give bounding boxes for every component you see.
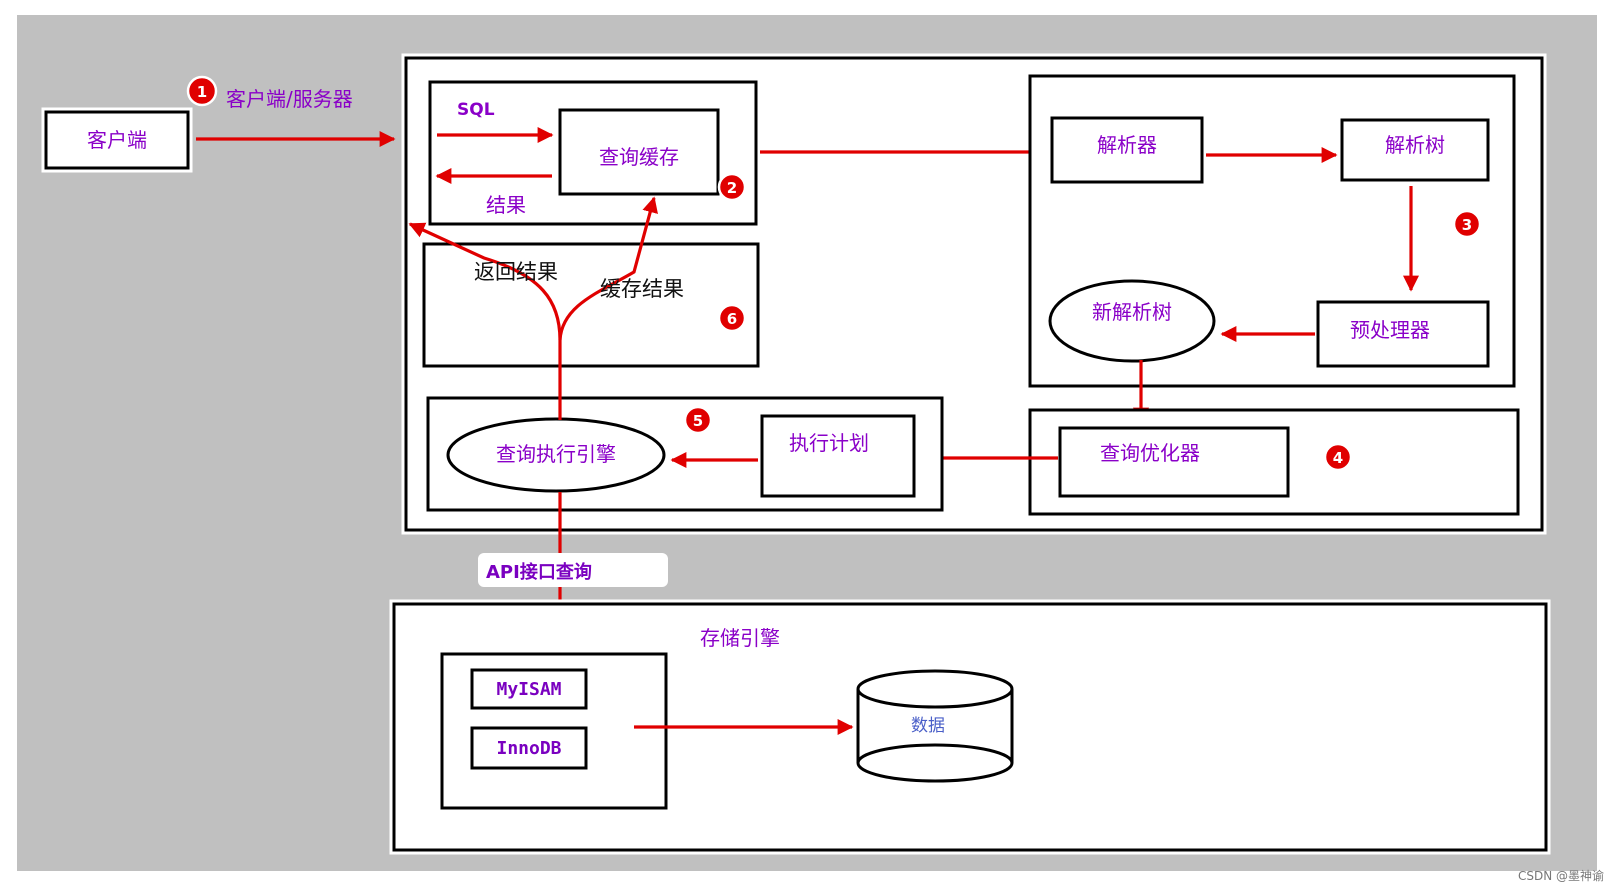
query-engine-label: 查询执行引擎: [496, 442, 616, 466]
step-badge-2-text: 2: [727, 179, 737, 197]
step-badge-5: [683, 405, 713, 435]
step-badge-4: [1323, 442, 1353, 472]
step-badge-6: [717, 303, 747, 333]
data-label: 数据: [911, 716, 945, 736]
execution-plan-box: [760, 414, 916, 498]
storage-title: 存储引擎: [700, 626, 780, 650]
step-badge-6-text: 6: [727, 310, 737, 328]
parser-label: 解析器: [1097, 133, 1157, 157]
step-badge-1: [186, 75, 218, 107]
parse-tree-label: 解析树: [1385, 133, 1445, 157]
innodb-box: [470, 726, 588, 770]
new-parse-tree-ellipse: [1048, 279, 1216, 363]
cache-result-arrow: [558, 196, 658, 341]
step-badge-2: [717, 172, 747, 202]
sql-label: SQL: [457, 100, 495, 120]
step-badge-3-text: 3: [1462, 216, 1472, 234]
result-region: [422, 242, 760, 368]
preprocessor-label: 预处理器: [1350, 318, 1430, 342]
client-label: 客户端: [87, 128, 147, 152]
step-badge-4-text: 4: [1333, 449, 1343, 467]
step-badge-3: [1452, 209, 1482, 239]
new-parse-tree-label: 新解析树: [1092, 300, 1172, 324]
return-result-label: 返回结果: [474, 260, 558, 284]
innodb-label: InnoDB: [496, 738, 561, 759]
api-label: API接口查询: [486, 561, 592, 583]
query-engine-ellipse: [446, 417, 666, 493]
cache-result-label: 缓存结果: [600, 277, 684, 301]
preprocessor-box: [1316, 300, 1490, 368]
optimizer-box: [1058, 426, 1290, 498]
result-label: 结果: [486, 193, 526, 217]
data-cylinder: [856, 669, 1014, 783]
api-label-bg: [478, 553, 668, 587]
parse-tree-box: [1340, 118, 1490, 182]
query-cache-box: [558, 108, 720, 196]
client-server-label: 客户端/服务器: [226, 87, 353, 111]
execution-plan-label: 执行计划: [789, 431, 869, 455]
credit-watermark: CSDN @墨神谕: [1518, 868, 1604, 883]
myisam-label: MyISAM: [496, 679, 561, 700]
optimizer-label: 查询优化器: [1100, 441, 1200, 465]
parser-box: [1050, 116, 1204, 184]
myisam-box: [470, 668, 588, 710]
client-box: [44, 110, 190, 170]
step-badge-1-text: 1: [197, 83, 207, 101]
query-cache-label: 查询缓存: [599, 145, 679, 169]
step-badge-5-text: 5: [693, 412, 703, 430]
